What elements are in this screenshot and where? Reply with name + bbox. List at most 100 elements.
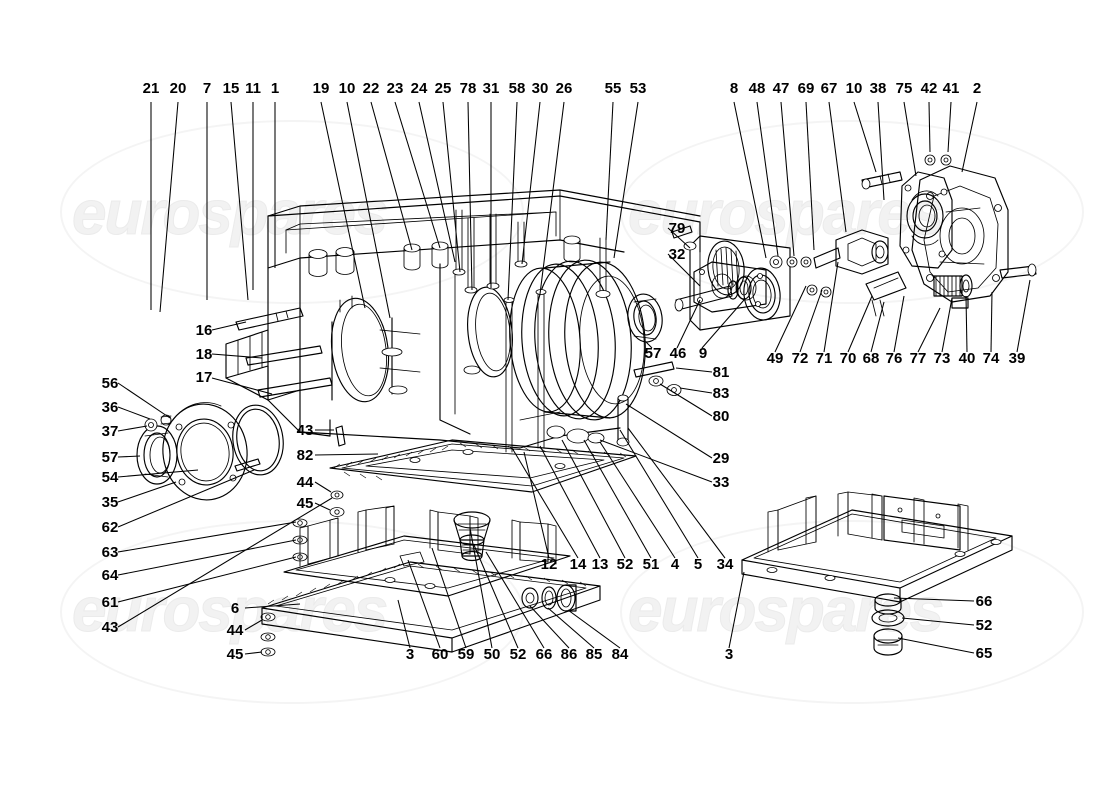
callout-12: 12 xyxy=(540,556,558,573)
callout-54: 54 xyxy=(101,469,119,486)
callout-34: 34 xyxy=(716,556,734,573)
callout-39: 39 xyxy=(1008,350,1026,367)
callout-31: 31 xyxy=(482,80,500,97)
callout-73: 73 xyxy=(933,350,951,367)
callout-32: 32 xyxy=(668,246,686,263)
callout-45: 45 xyxy=(226,646,244,663)
callout-47: 47 xyxy=(772,80,790,97)
callout-74: 74 xyxy=(982,350,1000,367)
callout-45: 45 xyxy=(296,495,314,512)
callout-15: 15 xyxy=(222,80,240,97)
callout-3: 3 xyxy=(724,646,734,663)
callout-30: 30 xyxy=(531,80,549,97)
callout-85: 85 xyxy=(585,646,603,663)
callout-40: 40 xyxy=(958,350,976,367)
callout-71: 71 xyxy=(815,350,833,367)
callout-24: 24 xyxy=(410,80,428,97)
callout-61: 61 xyxy=(101,594,119,611)
callout-17: 17 xyxy=(195,369,213,386)
callout-5: 5 xyxy=(693,556,703,573)
callout-60: 60 xyxy=(431,646,449,663)
callout-13: 13 xyxy=(591,556,609,573)
callout-69: 69 xyxy=(797,80,815,97)
callout-44: 44 xyxy=(226,622,244,639)
callout-9: 9 xyxy=(698,345,708,362)
callout-67: 67 xyxy=(820,80,838,97)
callout-10: 10 xyxy=(845,80,863,97)
callout-18: 18 xyxy=(195,346,213,363)
callout-2: 2 xyxy=(972,80,982,97)
callout-46: 46 xyxy=(669,345,687,362)
callout-25: 25 xyxy=(434,80,452,97)
watermark-arc xyxy=(60,520,524,704)
callout-52: 52 xyxy=(509,646,527,663)
callout-44: 44 xyxy=(296,474,314,491)
callout-66: 66 xyxy=(535,646,553,663)
callout-16: 16 xyxy=(195,322,213,339)
callout-64: 64 xyxy=(101,567,119,584)
callout-66: 66 xyxy=(975,593,993,610)
callout-75: 75 xyxy=(895,80,913,97)
callout-50: 50 xyxy=(483,646,501,663)
callout-48: 48 xyxy=(748,80,766,97)
rear-seal-flange-group xyxy=(136,402,284,501)
callout-42: 42 xyxy=(920,80,938,97)
callout-68: 68 xyxy=(862,350,880,367)
callout-37: 37 xyxy=(101,423,119,440)
callout-35: 35 xyxy=(101,494,119,511)
callout-7: 7 xyxy=(202,80,212,97)
callout-1: 1 xyxy=(270,80,280,97)
callout-11: 11 xyxy=(245,80,261,97)
callout-80: 80 xyxy=(712,408,730,425)
watermark-arc xyxy=(620,520,1084,704)
callout-58: 58 xyxy=(508,80,526,97)
callout-52: 52 xyxy=(616,556,634,573)
callout-19: 19 xyxy=(312,80,330,97)
callout-59: 59 xyxy=(457,646,475,663)
drain-plug-group xyxy=(521,584,577,612)
watermark-arc xyxy=(620,120,1084,304)
callout-36: 36 xyxy=(101,399,119,416)
callout-38: 38 xyxy=(869,80,887,97)
callout-49: 49 xyxy=(766,350,784,367)
callout-84: 84 xyxy=(611,646,629,663)
watermark-arc xyxy=(60,120,524,304)
callout-43: 43 xyxy=(296,422,314,439)
callout-56: 56 xyxy=(101,375,119,392)
callout-76: 76 xyxy=(885,350,903,367)
callout-6: 6 xyxy=(230,600,240,617)
callout-55: 55 xyxy=(604,80,622,97)
bellhousing-rings xyxy=(509,259,646,421)
callout-81: 81 xyxy=(712,364,730,381)
callout-20: 20 xyxy=(169,80,187,97)
callout-52: 52 xyxy=(975,617,993,634)
callout-43: 43 xyxy=(101,619,119,636)
callout-86: 86 xyxy=(560,646,578,663)
callout-10: 10 xyxy=(338,80,356,97)
callout-3: 3 xyxy=(405,646,415,663)
callout-70: 70 xyxy=(839,350,857,367)
callout-65: 65 xyxy=(975,645,993,662)
callout-78: 78 xyxy=(459,80,477,97)
callout-8: 8 xyxy=(729,80,739,97)
dowel-pins-left xyxy=(235,307,333,398)
callout-22: 22 xyxy=(362,80,380,97)
callout-83: 83 xyxy=(712,385,730,402)
callout-4: 4 xyxy=(670,556,680,573)
callout-63: 63 xyxy=(101,544,119,561)
callout-72: 72 xyxy=(791,350,809,367)
callout-26: 26 xyxy=(555,80,573,97)
callout-53: 53 xyxy=(629,80,647,97)
callout-33: 33 xyxy=(712,474,730,491)
callout-57: 57 xyxy=(101,449,119,466)
callout-14: 14 xyxy=(569,556,587,573)
callout-23: 23 xyxy=(386,80,404,97)
callout-77: 77 xyxy=(909,350,927,367)
callout-51: 51 xyxy=(642,556,660,573)
callout-62: 62 xyxy=(101,519,119,536)
callout-41: 41 xyxy=(942,80,960,97)
callout-57: 57 xyxy=(644,345,662,362)
callout-82: 82 xyxy=(296,447,314,464)
callout-29: 29 xyxy=(712,450,730,467)
